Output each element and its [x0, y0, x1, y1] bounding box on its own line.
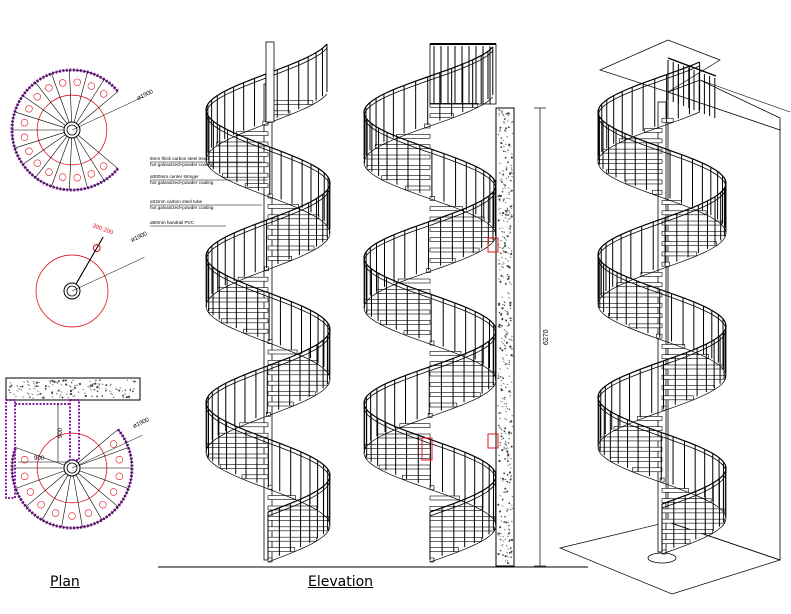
- plan-2-diameter-label: ø1900: [130, 231, 149, 244]
- note-4: hot galvanized+powder coating: [150, 180, 214, 185]
- elevation-1-staircase: [206, 42, 330, 562]
- plan-caption: Plan: [50, 574, 80, 590]
- isometric-staircase: [560, 40, 790, 594]
- note-5: ø32mm carbon steel tube: [150, 199, 203, 204]
- plan-2-red-dimension: 300 200: [91, 223, 114, 236]
- plan-3-diameter-label: ø1900: [132, 417, 151, 430]
- note-6: hot galvanized+powder coating: [150, 205, 214, 210]
- elevation-2-staircase: [364, 44, 496, 562]
- dim-900-horizontal: 900: [34, 456, 45, 462]
- elevation-caption: Elevation: [308, 574, 373, 590]
- note-1: 6mm thick carbon steel tread: [150, 156, 209, 161]
- height-dimension: 6270: [543, 329, 550, 345]
- wall-section: 6270: [496, 108, 550, 566]
- plan-view-3: [12, 429, 143, 528]
- dim-900-vertical: 900: [58, 427, 64, 438]
- plan-view-2: [36, 237, 144, 327]
- note-3: ø300mm center stringer: [150, 174, 199, 179]
- plan-view-1: [12, 70, 143, 190]
- plan-1-diameter-label: ø1900: [136, 89, 155, 102]
- note-7: ø50mm handrail PVC: [150, 220, 195, 225]
- red-section-markers: [422, 238, 498, 460]
- plan-3-landing: 900 900: [6, 378, 140, 498]
- note-2: hot galvanized+powder coating: [150, 162, 214, 167]
